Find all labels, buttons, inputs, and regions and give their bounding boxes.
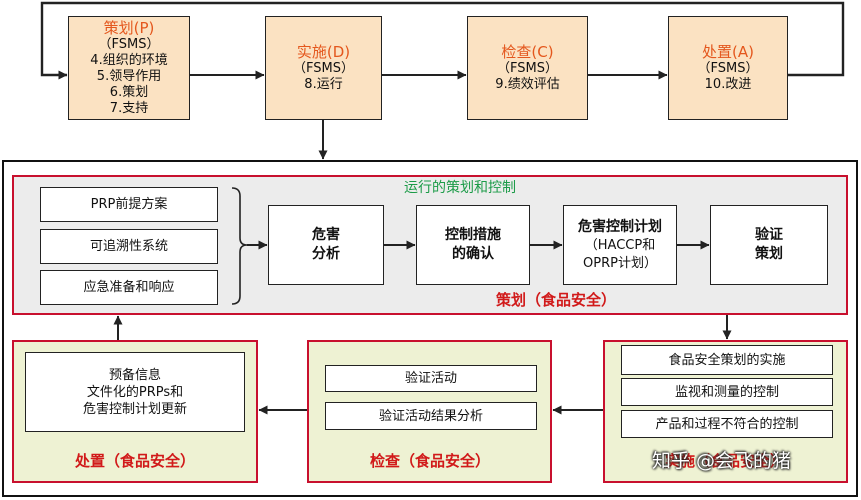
step-text: 的确认 — [452, 246, 494, 262]
step-control-validation: 控制措施 的确认 — [416, 205, 530, 285]
pdca-plan-clause: 5.领导作用 — [96, 69, 162, 84]
pdca-plan-title: 策划(P) — [103, 19, 155, 37]
pdca-plan-box: 策划(P) （FSMS） 4.组织的环境 5.领导作用 6.策划 7.支持 — [68, 16, 190, 120]
act-content: 预备信息 文件化的PRPs和 危害控制计划更新 — [25, 352, 245, 432]
pdca-act-title: 处置(A) — [702, 43, 754, 61]
do-label: 实施（食品安全） — [664, 452, 785, 470]
pdca-do-title: 实施(D) — [296, 43, 351, 61]
step-text: 验证 — [755, 227, 783, 243]
prerequisite-prp: PRP前提方案 — [40, 187, 218, 222]
do-item: 食品安全策划的实施 — [621, 345, 833, 375]
pdca-check-scope: （FSMS） — [497, 61, 558, 76]
check-item: 验证活动 — [325, 365, 537, 392]
step-text: 危害控制计划 — [578, 218, 662, 235]
act-line: 文件化的PRPs和 — [86, 384, 184, 400]
pdca-plan-clause: 7.支持 — [109, 101, 149, 116]
prerequisite-emergency: 应急准备和响应 — [40, 270, 218, 305]
step-hazard-analysis: 危害 分析 — [268, 205, 384, 285]
operation-frame — [2, 160, 858, 497]
act-line: 危害控制计划更新 — [82, 401, 187, 417]
prerequisite-traceability: 可追溯性系统 — [40, 229, 218, 264]
planning-label: 策划（食品安全） — [495, 291, 616, 309]
step-verification-planning: 验证 策划 — [710, 205, 828, 285]
pdca-check-title: 检查(C) — [501, 43, 554, 61]
pdca-check-box: 检查(C) （FSMS） 9.绩效评估 — [467, 16, 588, 120]
pdca-act-box: 处置(A) （FSMS） 10.改进 — [668, 16, 788, 120]
step-text: 危害 — [312, 227, 340, 243]
do-item: 产品和过程不符合的控制 — [621, 410, 833, 438]
act-label: 处置（食品安全） — [74, 452, 195, 470]
pdca-do-scope: （FSMS） — [293, 61, 354, 76]
step-text: （HACCP和 — [584, 237, 656, 253]
step-text: 控制措施 — [445, 227, 501, 243]
step-text: 分析 — [312, 246, 340, 262]
step-hazard-control-plan: 危害控制计划 （HACCP和 OPRP计划） — [563, 205, 677, 285]
pdca-do-box: 实施(D) （FSMS） 8.运行 — [265, 16, 382, 120]
pdca-act-scope: （FSMS） — [697, 61, 759, 76]
pdca-act-clause: 10.改进 — [704, 77, 752, 92]
pdca-check-clause: 9.绩效评估 — [495, 77, 560, 92]
act-line: 预备信息 — [108, 367, 161, 383]
pdca-do-clause: 8.运行 — [304, 77, 343, 92]
step-text: 策划 — [755, 246, 783, 262]
check-item: 验证活动结果分析 — [325, 402, 537, 430]
watermark: 知乎 @会飞的猪 — [652, 450, 792, 472]
step-text: OPRP计划） — [583, 255, 657, 271]
pdca-plan-scope: （FSMS） — [98, 37, 160, 52]
check-label: 检查（食品安全） — [369, 452, 490, 470]
pdca-plan-clause: 4.组织的环境 — [90, 53, 168, 68]
pdca-plan-clause: 6.策划 — [109, 85, 149, 100]
operation-title: 运行的策划和控制 — [404, 180, 516, 196]
do-item: 监视和测量的控制 — [621, 378, 833, 406]
